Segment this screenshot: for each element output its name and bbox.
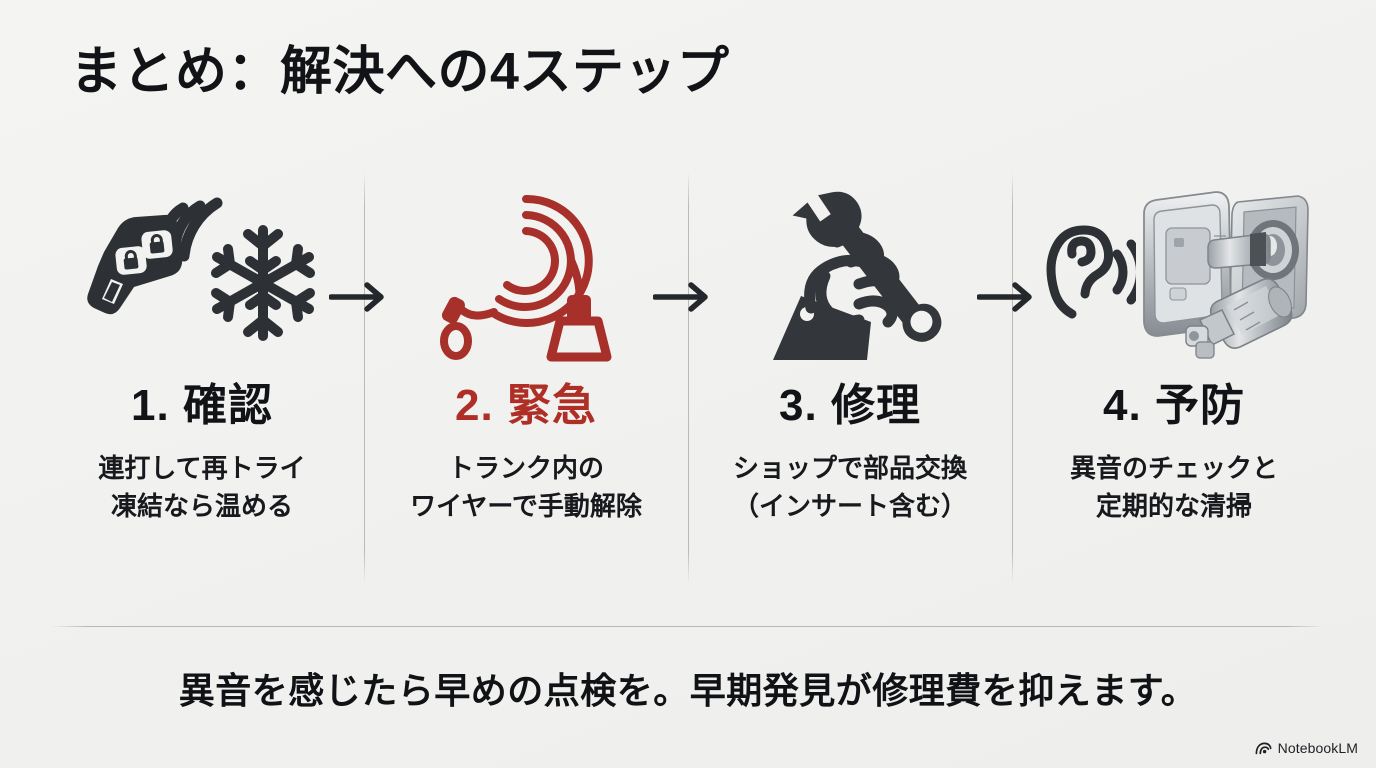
car-key-fob-icon xyxy=(87,197,223,315)
coiled-cable-icon xyxy=(440,194,612,362)
step-2-description: トランク内の ワイヤーで手動解除 xyxy=(410,453,642,521)
notebooklm-watermark: NotebookLM xyxy=(1255,740,1358,756)
page-title: まとめ：解決への4ステップ xyxy=(70,43,730,101)
sound-waves-icon xyxy=(1112,239,1136,305)
step-card-3: 3. 修理 ショップで部品交換 （インサート含む） xyxy=(688,172,1012,584)
notebooklm-logo-icon xyxy=(1255,742,1272,755)
footer-message: 異音を感じたら早めの点検を。早期発見が修理費を抑えます。 xyxy=(178,670,1198,711)
arrow-step1-to-step2 xyxy=(329,280,391,314)
steps-row: 1. 確認 連打して再トライ 凍結なら温める xyxy=(40,172,1336,584)
fist-shape xyxy=(804,232,903,328)
step-2-heading: 2. 緊急 xyxy=(455,381,597,430)
fuel-door-actuator-illustration xyxy=(1143,191,1309,359)
arrow-step3-to-step4 xyxy=(977,280,1039,314)
actuator-motor xyxy=(1185,278,1293,359)
key-fob-body xyxy=(87,214,183,315)
step-card-4: 4. 予防 異音のチェックと 定期的な清掃 xyxy=(1012,172,1336,584)
ear-listening-icon xyxy=(1046,225,1136,319)
hand-holding-wrench-icon xyxy=(773,191,942,360)
step-4-description: 異音のチェックと 定期的な清掃 xyxy=(1069,453,1278,521)
fuel-door-flap xyxy=(1143,191,1232,337)
footer-divider xyxy=(50,626,1325,627)
arrow-step2-to-step3 xyxy=(653,280,715,314)
step-3-description: ショップで部品交換 （インサート含む） xyxy=(732,453,967,521)
step-card-1: 1. 確認 連打して再トライ 凍結なら温める xyxy=(40,172,364,584)
snowflake-icon xyxy=(211,225,315,341)
step-1-description: 連打して再トライ 凍結なら温める xyxy=(98,453,306,521)
hinge-arm xyxy=(1207,232,1271,269)
step-1-heading: 1. 確認 xyxy=(131,381,273,430)
wrench-shape xyxy=(792,191,942,342)
step-3-visual xyxy=(696,176,1004,372)
step-4-visual xyxy=(1020,176,1328,372)
notebooklm-label: NotebookLM xyxy=(1277,740,1358,756)
cable-left-end xyxy=(440,296,472,360)
step-3-heading: 3. 修理 xyxy=(779,381,921,430)
step-1-visual xyxy=(48,176,356,372)
cable-right-end xyxy=(546,295,612,362)
step-4-heading: 4. 予防 xyxy=(1103,381,1245,430)
step-card-2: 2. 緊急 トランク内の ワイヤーで手動解除 xyxy=(364,172,688,584)
step-2-visual xyxy=(372,176,680,372)
